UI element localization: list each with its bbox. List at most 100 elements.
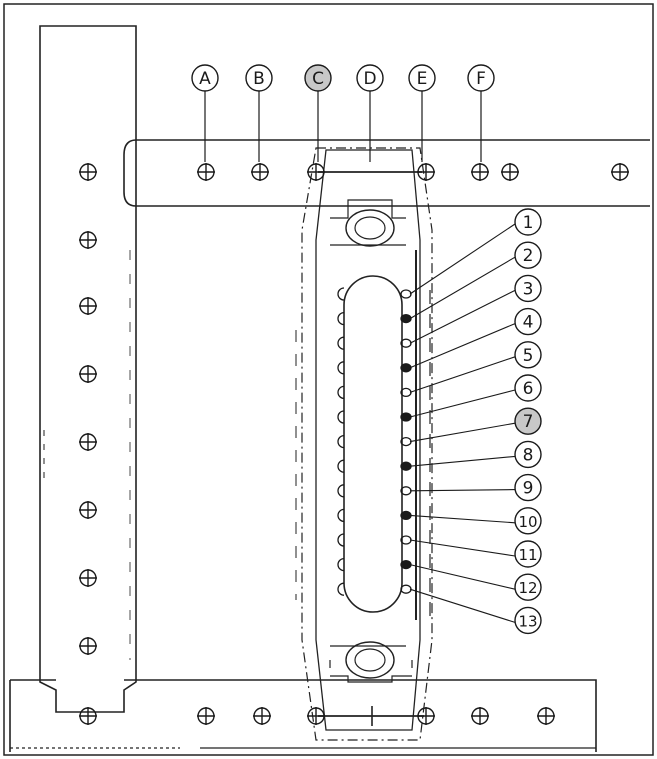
strap-plate-outer-outline — [301, 147, 433, 741]
slot-scallop-left — [337, 533, 345, 547]
column-label-a: A — [191, 64, 219, 92]
bolt-label-4: 4 — [514, 307, 542, 336]
slot-scallop-left — [337, 582, 345, 596]
fastener-hole-icon — [79, 365, 97, 383]
bolt-mark-icon — [400, 289, 412, 299]
bolt-label-10: 10 — [514, 507, 542, 535]
column-label-b: B — [245, 64, 273, 92]
bolt-mark-icon — [400, 559, 412, 570]
bolt-label-text: 2 — [523, 246, 534, 266]
bolt-label-5: 5 — [514, 341, 542, 369]
central-slot — [343, 275, 403, 613]
fastener-hole-icon — [79, 501, 97, 519]
fastener-hole-icon — [537, 707, 555, 725]
bolt-label-text: 5 — [523, 346, 534, 366]
column-label-c: C — [304, 64, 332, 92]
column-label-text: A — [199, 69, 211, 89]
column-label-f: F — [467, 64, 495, 92]
fastener-hole-icon — [79, 297, 97, 315]
slot-scallop-left — [337, 361, 345, 375]
bolt-label-text: 10 — [518, 513, 537, 531]
column-label-text: B — [253, 69, 265, 89]
fastener-hole-icon — [251, 163, 269, 181]
bolt-leader-line — [409, 422, 516, 443]
slot-scallop-left — [337, 557, 345, 572]
slot-scallop-left — [337, 410, 345, 424]
bolt-leader-line — [409, 514, 516, 524]
fastener-holes — [79, 163, 629, 725]
left-vertical-strip — [39, 25, 137, 713]
bolt-leader-line — [409, 539, 516, 557]
bolt-label-13: 13 — [514, 606, 542, 635]
bolt-leader-line — [409, 389, 516, 418]
bolt-label-6: 6 — [514, 374, 542, 402]
fastener-hole-icon — [79, 569, 97, 587]
slot-scallop-left — [337, 508, 345, 523]
bottom-fitting — [329, 645, 413, 683]
fastener-hole-icon — [611, 163, 629, 181]
fastener-hole-icon — [197, 707, 215, 725]
fastener-hole-icon — [417, 707, 435, 725]
bolt-label-11: 11 — [514, 540, 542, 568]
bolt-leader-line — [409, 455, 516, 467]
bolt-label-3: 3 — [514, 274, 542, 303]
column-label-text: D — [363, 69, 376, 89]
bolt-label-text: 3 — [523, 279, 534, 299]
slot-scallop-left — [337, 311, 345, 326]
column-label-text: C — [312, 69, 324, 89]
bolt-leader-line — [409, 564, 516, 590]
column-label-e: E — [408, 64, 436, 92]
bottom-fitting-ring-inner — [354, 648, 386, 672]
bolt-label-text: 12 — [518, 579, 537, 597]
fastener-hole-icon — [253, 707, 271, 725]
bolt-mark-icon — [400, 584, 412, 594]
fastener-hole-icon — [79, 707, 97, 725]
top-fitting-ring-outer — [345, 209, 395, 247]
fastener-hole-icon — [79, 637, 97, 655]
bolt-mark-icon — [400, 412, 412, 422]
fastener-hole-icon — [501, 163, 519, 181]
fastener-hole-icon — [471, 707, 489, 725]
bolt-leader-line — [409, 489, 516, 492]
bolt-label-text: 4 — [523, 313, 534, 333]
bolt-leader-line — [409, 356, 516, 393]
diagram-border — [3, 3, 654, 756]
slot-scallop-left — [337, 385, 345, 400]
column-label-text: F — [476, 69, 486, 89]
bolt-leader-line — [409, 256, 516, 320]
bolt-mark-icon — [400, 461, 412, 471]
bottom-horizontal-member — [9, 679, 597, 752]
slot-scallop-left — [337, 287, 345, 301]
slot-scallop-left — [337, 484, 345, 498]
bolt-label-8: 8 — [514, 440, 542, 469]
fastener-hole-icon — [417, 163, 435, 181]
fastener-hole-icon — [307, 163, 325, 181]
top-fitting-ring-inner — [354, 216, 386, 240]
bolt-label-12: 12 — [514, 573, 542, 601]
top-fitting — [330, 199, 406, 246]
bolt-label-text: 9 — [523, 479, 534, 499]
bolt-label-text: 13 — [518, 612, 537, 630]
fastener-hole-icon — [79, 231, 97, 249]
strap-plate-inner-outline — [315, 149, 421, 731]
fastener-hole-icon — [307, 707, 325, 725]
bolt-label-2: 2 — [514, 241, 542, 269]
bolt-leader-line — [409, 323, 516, 369]
bolt-label-text: 1 — [523, 213, 534, 233]
column-labels: A B C D E F — [191, 64, 495, 92]
slot-scallop-left — [337, 459, 345, 473]
fastener-hole-icon — [197, 163, 215, 181]
column-label-text: E — [417, 69, 428, 89]
slot-scallops — [337, 287, 412, 596]
bolt-label-9: 9 — [514, 473, 542, 502]
bottom-fitting-ring-outer — [345, 641, 395, 679]
column-label-d: D — [356, 64, 384, 92]
top-horizontal-member — [123, 139, 650, 207]
slot-scallop-left — [337, 336, 345, 350]
bolt-label-text: 7 — [523, 412, 534, 432]
slot-scallop-left — [337, 434, 345, 449]
bolt-leader-line — [409, 223, 516, 295]
bolt-leader-line — [409, 289, 516, 344]
